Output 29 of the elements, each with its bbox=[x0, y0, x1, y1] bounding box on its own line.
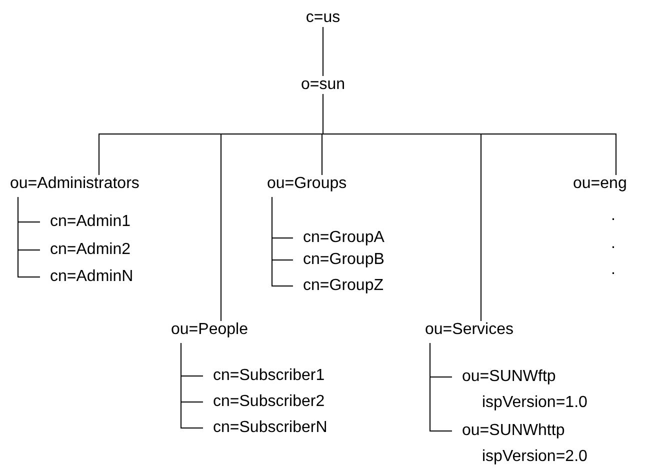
entry-name: ou=SUNWhttp bbox=[462, 422, 566, 440]
entry-attribute: ispVersion=1.0 bbox=[481, 394, 588, 412]
ellipsis-dot: . bbox=[611, 207, 616, 225]
entry-name: ou=eng bbox=[573, 175, 627, 193]
entry-name: ou=People bbox=[171, 321, 248, 339]
entry-name: cn=Admin2 bbox=[50, 241, 130, 259]
entry-attribute: ispVersion=2.0 bbox=[481, 448, 588, 466]
tree-connector bbox=[18, 196, 40, 278]
entry-name: ou=Groups bbox=[267, 175, 347, 193]
entry-name: ou=Administrators bbox=[10, 175, 140, 193]
entry-name: ou=Services bbox=[425, 321, 514, 339]
entry-name: cn=GroupA bbox=[303, 229, 384, 247]
tree-connector bbox=[180, 342, 204, 428]
tree-connector bbox=[430, 342, 452, 432]
entry-name: cn=Subscriber1 bbox=[213, 367, 325, 385]
entry-name: cn=GroupZ bbox=[303, 277, 384, 295]
ellipsis-dot: . bbox=[611, 235, 616, 253]
entry-name: cn=Subscriber2 bbox=[213, 393, 325, 411]
entry-name: cn=AdminN bbox=[50, 268, 134, 286]
tree-connector bbox=[322, 26, 324, 76]
entry-name: c=us bbox=[306, 9, 340, 27]
entry-name: cn=SubscriberN bbox=[213, 419, 328, 437]
entry-name: o=sun bbox=[300, 76, 346, 94]
entry-name: cn=GroupB bbox=[303, 251, 384, 269]
tree-connector bbox=[272, 196, 294, 286]
entry-name: ou=SUNWftp bbox=[462, 368, 557, 386]
entry-name: cn=Admin1 bbox=[50, 213, 130, 231]
ellipsis-dot: . bbox=[611, 261, 616, 279]
tree-connector bbox=[322, 94, 616, 176]
